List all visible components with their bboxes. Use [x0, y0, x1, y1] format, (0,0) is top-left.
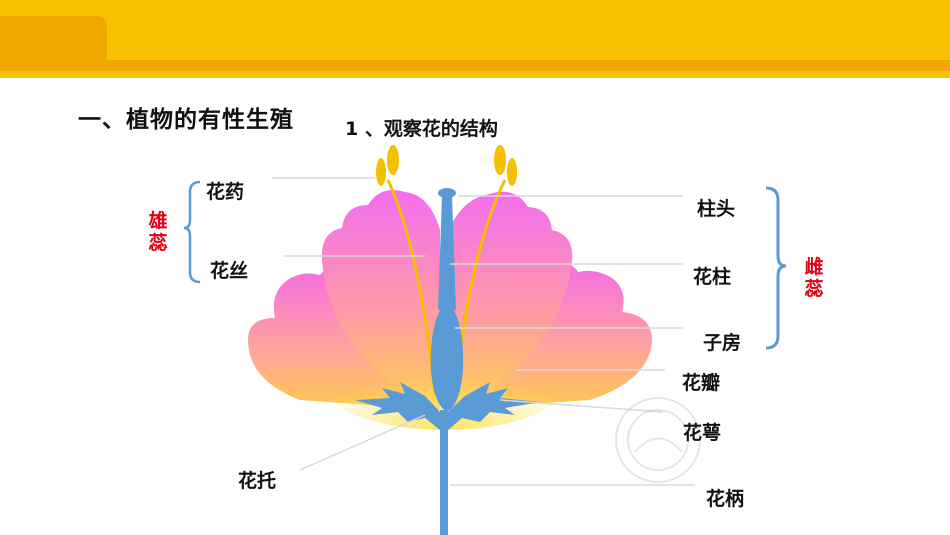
- label-anther: 花药: [206, 181, 245, 203]
- anther-right-a: [494, 145, 506, 175]
- watermark-seal: [615, 397, 701, 483]
- label-style: 花柱: [693, 266, 732, 288]
- label-receptacle: 花托: [238, 470, 277, 492]
- slide-subtitle: 1 、观察花的结构: [345, 118, 498, 140]
- anther-right-b: [507, 158, 517, 186]
- anther-left-b: [387, 145, 399, 175]
- slide-title: 一、植物的有性生殖: [78, 107, 294, 133]
- pistil-brace: [765, 186, 787, 350]
- label-stigma: 柱头: [697, 198, 736, 220]
- label-ovary: 子房: [703, 332, 742, 354]
- label-stamen: 雄蕊: [148, 210, 168, 254]
- stamen-brace: [183, 180, 201, 284]
- pointer-lines: [272, 177, 695, 486]
- style-shape: [438, 196, 456, 310]
- anther-left-a: [376, 158, 386, 186]
- label-sepal: 花萼: [683, 422, 722, 444]
- label-filament: 花丝: [210, 260, 249, 282]
- label-pedicel: 花柄: [706, 488, 745, 510]
- label-pistil: 雌蕊: [804, 256, 824, 300]
- top-banner: [0, 0, 950, 78]
- pedicel-stem: [440, 410, 448, 535]
- label-petal: 花瓣: [682, 372, 721, 394]
- sepals: [355, 382, 540, 430]
- stigma-shape: [438, 188, 456, 198]
